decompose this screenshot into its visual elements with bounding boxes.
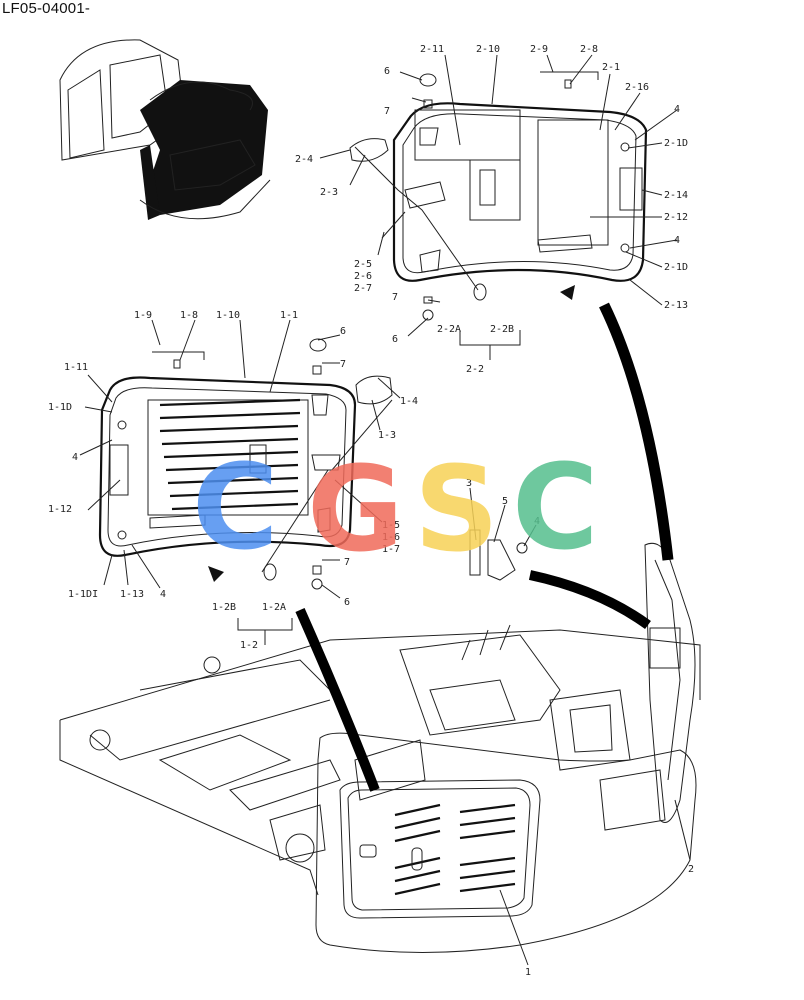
label-4-d: 4 <box>160 589 166 600</box>
label-2-2B: 2-2B <box>490 324 514 335</box>
label-2-6: 2-6 <box>354 271 372 282</box>
label-6-d: 6 <box>344 597 350 608</box>
label-4-a: 4 <box>674 104 680 115</box>
label-2-5: 2-5 <box>354 259 372 270</box>
label-2-9: 2-9 <box>530 44 548 55</box>
label-1: 1 <box>525 967 531 978</box>
label-1-1DI: 1-1DI <box>68 589 98 600</box>
label-2-1D-a: 2-1D <box>664 138 688 149</box>
label-1-4: 1-4 <box>400 396 418 407</box>
callout-labels: 2-11 2-10 2-9 2-8 2-1 2-16 6 7 4 2-4 2-3… <box>48 44 694 978</box>
machine-frame <box>59 542 701 953</box>
label-2-4: 2-4 <box>295 154 313 165</box>
label-1-2B: 1-2B <box>212 602 236 613</box>
label-7-d: 7 <box>344 557 350 568</box>
label-1-10: 1-10 <box>216 310 240 321</box>
label-2-1D-b: 2-1D <box>664 262 688 273</box>
cover-1 <box>98 376 357 557</box>
label-6-a: 6 <box>384 66 390 77</box>
page-code: LF05-04001- <box>2 0 91 17</box>
label-1-1D: 1-1D <box>48 402 72 413</box>
label-2-12: 2-12 <box>664 212 688 223</box>
label-1-5: 1-5 <box>382 520 400 531</box>
small-parts <box>117 71 630 590</box>
label-3: 3 <box>466 478 472 489</box>
cover-2 <box>392 102 648 282</box>
watermark-letter-2: G <box>307 440 404 578</box>
label-2-14: 2-14 <box>664 190 688 201</box>
label-2-2A: 2-2A <box>437 324 461 335</box>
watermark-letter-1: C <box>192 438 279 576</box>
label-2-3: 2-3 <box>320 187 338 198</box>
label-2-10: 2-10 <box>476 44 500 55</box>
label-7-b: 7 <box>392 292 398 303</box>
watermark-letter-3: S <box>414 440 499 578</box>
label-1-9: 1-9 <box>134 310 152 321</box>
label-2-16: 2-16 <box>625 82 649 93</box>
leader-lines <box>79 54 691 966</box>
label-1-11: 1-11 <box>64 362 88 373</box>
watermark: C G S C <box>192 438 599 578</box>
label-2-11: 2-11 <box>420 44 444 55</box>
label-2-1: 2-1 <box>602 62 620 73</box>
label-6-b: 6 <box>392 334 398 345</box>
watermark-letter-4: C <box>512 438 599 576</box>
label-2-13: 2-13 <box>664 300 688 311</box>
label-7-c: 7 <box>340 359 346 370</box>
label-1-2A: 1-2A <box>262 602 286 613</box>
label-1-12: 1-12 <box>48 504 72 515</box>
label-1-1: 1-1 <box>280 310 298 321</box>
label-1-8: 1-8 <box>180 310 198 321</box>
label-2-8: 2-8 <box>580 44 598 55</box>
label-2-2: 2-2 <box>466 364 484 375</box>
label-4-e: 4 <box>534 516 540 527</box>
label-1-7: 1-7 <box>382 544 400 555</box>
label-2-7: 2-7 <box>354 283 372 294</box>
label-1-3: 1-3 <box>378 430 396 441</box>
label-5: 5 <box>502 496 508 507</box>
excavator-thumbnail <box>59 39 271 220</box>
label-4-c: 4 <box>72 452 78 463</box>
label-2: 2 <box>688 864 694 875</box>
label-1-6: 1-6 <box>382 532 400 543</box>
label-1-2: 1-2 <box>240 640 258 651</box>
label-6-c: 6 <box>340 326 346 337</box>
label-1-13: 1-13 <box>120 589 144 600</box>
label-4-b: 4 <box>674 235 680 246</box>
label-7-a: 7 <box>384 106 390 117</box>
callout-lines <box>208 285 674 792</box>
